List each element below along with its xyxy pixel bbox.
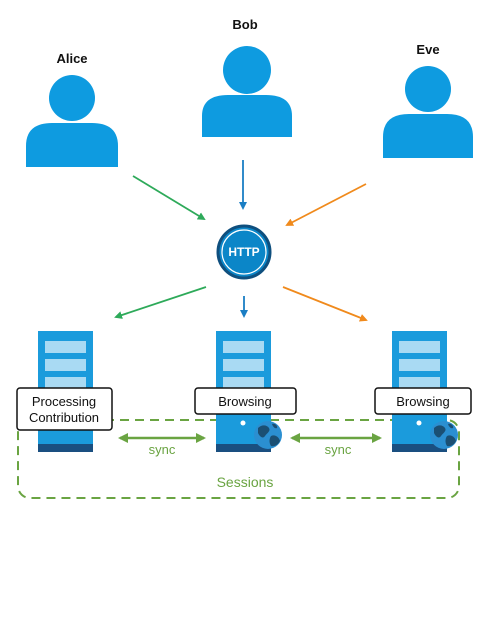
user-name-alice: Alice — [56, 51, 87, 66]
user-bob: Bob — [202, 17, 292, 137]
globe-icon — [430, 421, 458, 449]
user-alice: Alice — [26, 51, 118, 167]
server-3-label-box — [374, 387, 472, 415]
server-2-label-box — [194, 387, 297, 415]
arrow-eve-to-http — [285, 183, 367, 226]
user-icon — [26, 75, 118, 167]
sync-label-1: sync — [149, 442, 176, 457]
server-3: Browsing — [374, 331, 472, 452]
server-1: Processing Contribution — [16, 331, 113, 452]
sync-label-2: sync — [325, 442, 352, 457]
user-name-eve: Eve — [416, 42, 439, 57]
http-label: HTTP — [228, 245, 259, 259]
user-eve: Eve — [383, 42, 473, 158]
user-icon — [202, 46, 292, 137]
globe-icon — [254, 421, 282, 449]
http-hub: HTTP — [216, 224, 272, 280]
server-2: Browsing — [194, 331, 297, 452]
sessions-label: Sessions — [217, 474, 274, 490]
arrow-http-to-server-3 — [282, 286, 368, 322]
server-3-label: Browsing — [396, 394, 449, 409]
user-icon — [383, 66, 473, 158]
server-1-label-box — [16, 387, 113, 431]
arrow-alice-to-http — [132, 175, 206, 221]
arrow-http-to-server-1 — [114, 286, 207, 319]
user-name-bob: Bob — [232, 17, 257, 32]
server-2-label: Browsing — [218, 394, 271, 409]
server-1-label-line1: Processing — [32, 394, 96, 409]
server-1-label-line2: Contribution — [29, 410, 99, 425]
